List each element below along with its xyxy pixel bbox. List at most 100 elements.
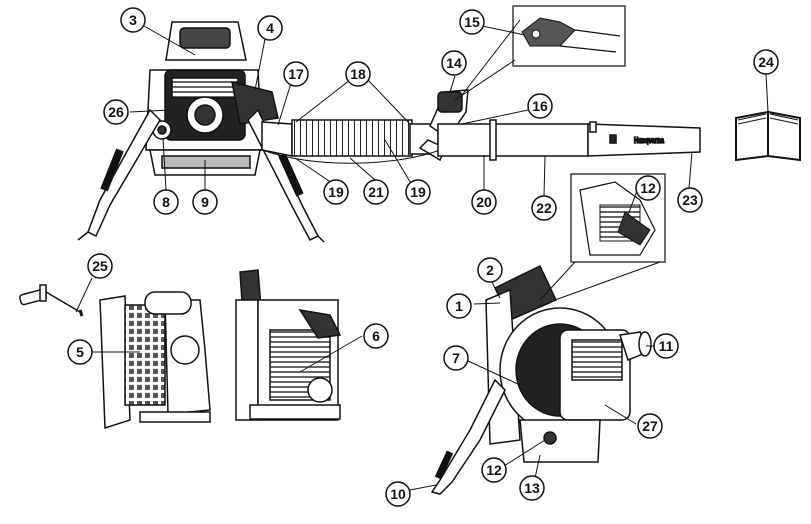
callout-label: 16 — [532, 98, 548, 114]
callout-circle — [67, 339, 93, 365]
callout-c27: 27 — [637, 413, 663, 439]
callout-c7: 7 — [443, 345, 469, 371]
callout-circle — [519, 475, 545, 501]
callout-c3: 3 — [120, 7, 146, 33]
callout-label: 17 — [288, 66, 304, 82]
callout-c22: 22 — [531, 195, 557, 221]
callout-label: 12 — [486, 462, 502, 478]
callout-label: 26 — [108, 104, 124, 120]
callout-label: 19 — [328, 184, 344, 200]
callout-label: 23 — [682, 192, 698, 208]
callout-c26: 26 — [103, 99, 129, 125]
callout-c5: 5 — [67, 339, 93, 365]
callout-circle — [153, 189, 179, 215]
callout-label: 22 — [536, 200, 552, 216]
throttle-detail-inset — [512, 5, 626, 67]
callout-c12a: 12 — [635, 175, 661, 201]
callout-label: 15 — [464, 14, 480, 30]
callout-label: 9 — [201, 194, 209, 210]
callout-circle — [471, 189, 497, 215]
blow-tube-assembly: Husqvarna — [261, 89, 701, 164]
callout-c4: 4 — [257, 15, 283, 41]
callout-c15: 15 — [459, 9, 485, 35]
callout-circle — [87, 253, 113, 279]
callout-label: 24 — [758, 54, 774, 70]
callout-c14: 14 — [441, 50, 467, 76]
callout-circle — [103, 99, 129, 125]
callout-circle — [441, 50, 467, 76]
callout-label: 2 — [486, 262, 494, 278]
open-book-icon — [735, 110, 801, 162]
callout-c24: 24 — [753, 49, 779, 75]
callout-c1: 1 — [446, 293, 472, 319]
callout-label: 25 — [92, 258, 108, 274]
callout-circle — [385, 481, 411, 507]
callout-c25: 25 — [87, 253, 113, 279]
callout-label: 10 — [390, 486, 406, 502]
callout-circle — [527, 93, 553, 119]
callout-circle — [257, 15, 283, 41]
callout-circle — [446, 293, 472, 319]
callout-c11: 11 — [653, 333, 679, 359]
inset-connector-lines — [454, 19, 661, 301]
callout-c20: 20 — [471, 189, 497, 215]
callout-c8: 8 — [153, 189, 179, 215]
callout-c23: 23 — [677, 187, 703, 213]
blower-3quarter-view — [430, 264, 652, 495]
callout-c12b: 12 — [481, 457, 507, 483]
callout-circle — [635, 175, 661, 201]
callout-circle — [481, 457, 507, 483]
callout-label: 13 — [524, 480, 540, 496]
callout-c16: 16 — [527, 93, 553, 119]
callout-circle — [443, 345, 469, 371]
callout-label: 1 — [455, 298, 463, 314]
blower-side-view-engine — [235, 269, 342, 421]
callout-circle — [405, 179, 431, 205]
callout-circle — [120, 7, 146, 33]
blower-side-view — [99, 291, 211, 430]
callout-circle — [459, 9, 485, 35]
callout-label: 11 — [659, 338, 674, 354]
callout-label: 19 — [410, 184, 426, 200]
callout-circle — [653, 333, 679, 359]
callout-c18: 18 — [345, 61, 371, 87]
callout-label: 14 — [446, 55, 462, 71]
operators-manual — [735, 110, 801, 162]
callout-label: 21 — [368, 184, 384, 200]
callout-circle — [531, 195, 557, 221]
callout-c13: 13 — [519, 475, 545, 501]
callout-circle — [363, 323, 389, 349]
callout-circle — [345, 61, 371, 87]
callout-c10: 10 — [385, 481, 411, 507]
callout-circle — [192, 189, 218, 215]
callout-c17: 17 — [283, 61, 309, 87]
callout-label: 7 — [452, 350, 460, 366]
callout-c2: 2 — [477, 257, 503, 283]
callout-label: 12 — [640, 180, 656, 196]
callout-circle — [637, 413, 663, 439]
callout-circle — [753, 49, 779, 75]
callout-label: 6 — [372, 328, 380, 344]
callout-c21: 21 — [363, 179, 389, 205]
callout-label: 8 — [162, 194, 170, 210]
tube-logo: Husqvarna — [634, 136, 664, 145]
callout-label: 4 — [266, 20, 274, 36]
callout-circle — [323, 179, 349, 205]
callout-label: 3 — [129, 12, 137, 28]
callout-circle — [477, 257, 503, 283]
callout-label: 27 — [642, 418, 658, 434]
callout-circle — [283, 61, 309, 87]
combination-wrench — [19, 284, 84, 317]
callout-c9: 9 — [192, 189, 218, 215]
callout-circle — [363, 179, 389, 205]
callout-label: 18 — [350, 66, 366, 82]
callout-c19b: 19 — [405, 179, 431, 205]
callout-label: 20 — [476, 194, 492, 210]
callout-circle — [677, 187, 703, 213]
callout-c6: 6 — [363, 323, 389, 349]
callout-c19a: 19 — [323, 179, 349, 205]
callout-label: 5 — [76, 344, 84, 360]
